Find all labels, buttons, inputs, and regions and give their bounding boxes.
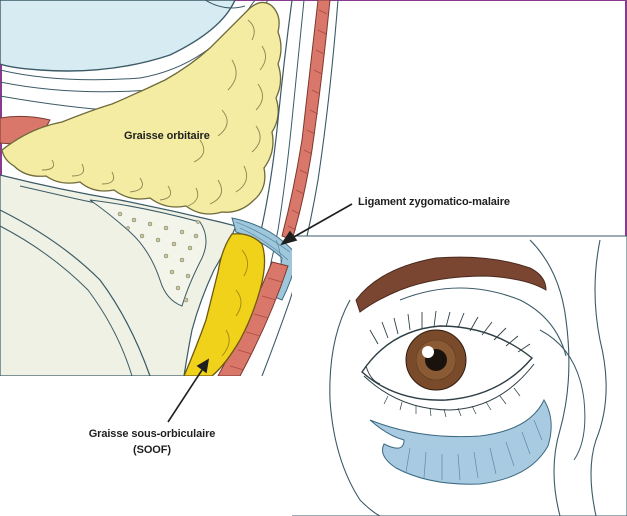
soof-pointer-arrow <box>167 358 210 423</box>
orbital-fat-lobules <box>41 19 266 207</box>
orbital-fat-shape <box>1 1 282 215</box>
soof-label-line1: Graisse sous-orbiculaire <box>88 428 216 440</box>
muscle-striations <box>287 9 328 231</box>
soof-shape <box>183 233 266 377</box>
face-contour <box>329 239 607 516</box>
eye-shape <box>361 310 535 418</box>
ligament-pointer-arrow <box>280 203 353 246</box>
eyebrow-shape <box>355 256 547 313</box>
eyeball-shape <box>0 0 269 93</box>
malar-fat-pad-shape <box>369 398 552 485</box>
bony-trabecular-area <box>89 199 207 307</box>
soof-label-line2: (SOOF) <box>133 444 171 456</box>
bone-dots <box>117 211 200 303</box>
orbital-fat-label: Graisse orbitaire <box>124 130 210 142</box>
ligament-label: Ligament zygomatico-malaire <box>358 196 510 208</box>
